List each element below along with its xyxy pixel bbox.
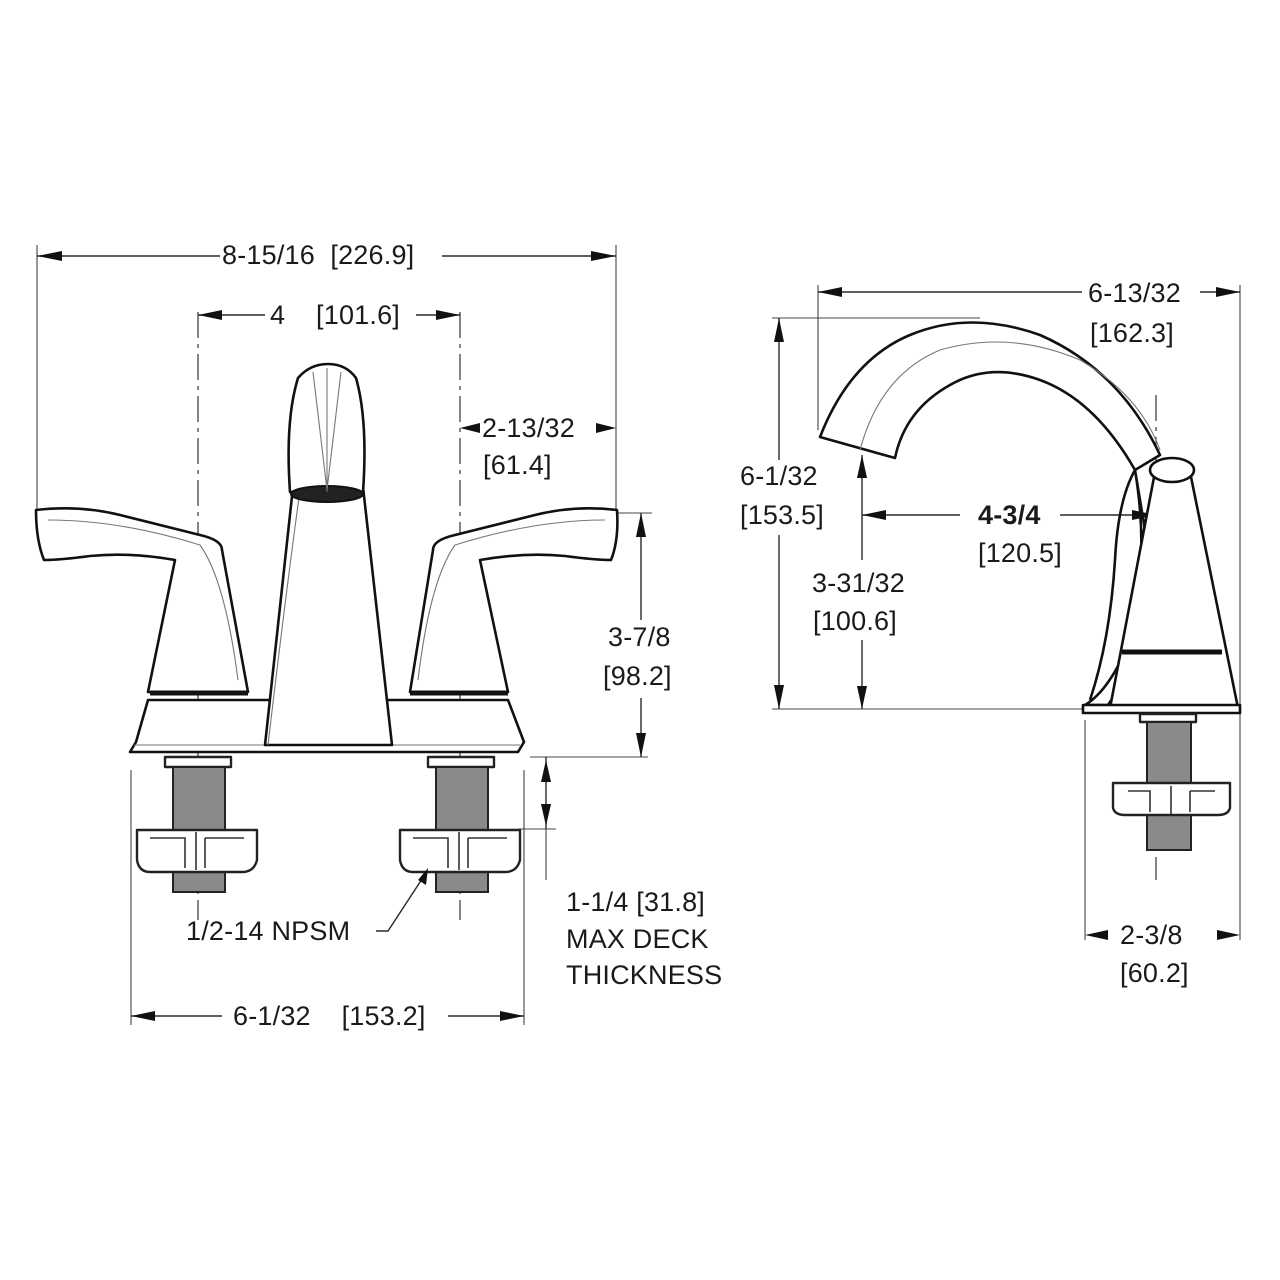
spout-clearance-imperial: 3-31/32: [812, 568, 905, 598]
spout-reach-imperial: 4-3/4: [978, 500, 1041, 530]
handle-height-imperial: 3-7/8: [608, 622, 671, 652]
center-spread-label: 4 [101.6]: [270, 302, 400, 329]
overall-height-imperial: 6-1/32: [740, 461, 818, 491]
base-width-imperial: 6-1/32: [233, 1001, 311, 1031]
center-spread-metric: [101.6]: [316, 300, 401, 330]
max-deck-line2: MAX DECK: [566, 924, 709, 954]
overall-depth-metric: [162.3]: [1090, 318, 1174, 348]
thread-callout: 1/2-14 NPSM: [186, 916, 351, 946]
handle-overhang-metric: [61.4]: [483, 450, 552, 480]
front-view: [34, 245, 652, 1025]
base-depth-imperial: 2-3/8: [1120, 920, 1183, 950]
spout-clearance-metric: [100.6]: [813, 606, 897, 636]
base-width-metric: [153.2]: [341, 1001, 426, 1031]
center-spread-imperial: 4: [270, 300, 286, 330]
base-width-label: 6-1/32 [153.2]: [233, 1003, 426, 1030]
base-depth-metric: [60.2]: [1120, 958, 1189, 988]
overall-width-imperial: 8-15/16: [222, 240, 315, 270]
overall-width-metric: [226.9]: [330, 240, 415, 270]
side-view: [772, 285, 1242, 940]
overall-depth-imperial: 6-13/32: [1088, 278, 1181, 308]
spout-reach-metric: [120.5]: [978, 538, 1062, 568]
overall-width-label: 8-15/16 [226.9]: [222, 242, 414, 269]
max-deck-line1: 1-1/4 [31.8]: [566, 887, 705, 917]
overall-height-metric: [153.5]: [740, 500, 824, 530]
handle-height-metric: [98.2]: [603, 661, 672, 691]
handle-overhang-imperial: 2-13/32: [482, 413, 575, 443]
max-deck-line3: THICKNESS: [566, 960, 723, 990]
